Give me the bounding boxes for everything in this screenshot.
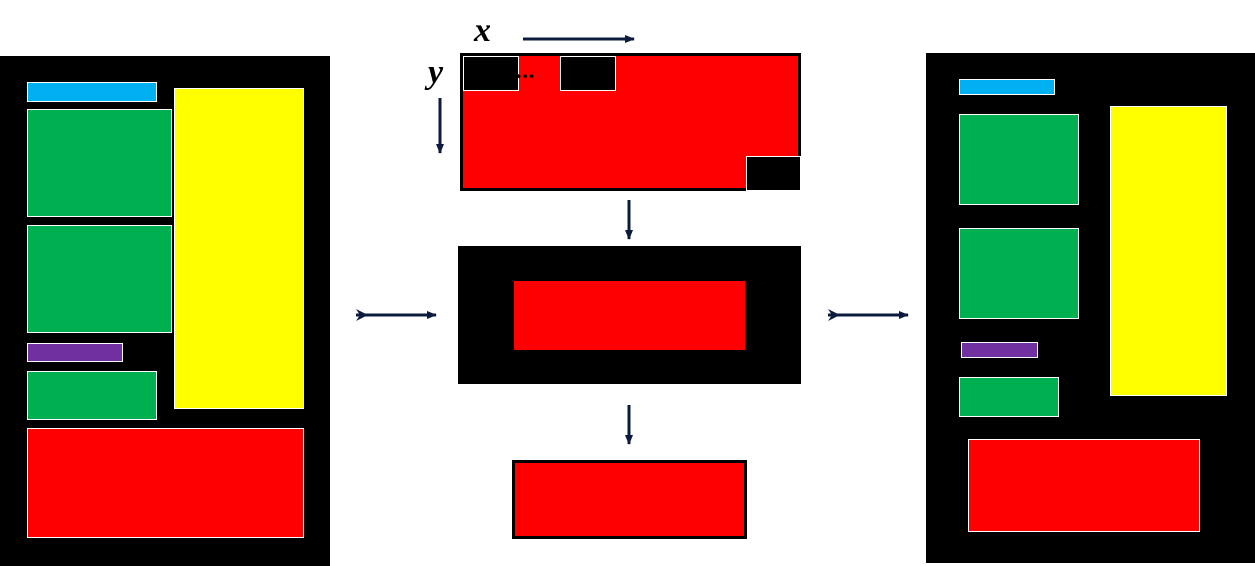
title-block	[27, 82, 157, 102]
text-block-3	[959, 377, 1059, 417]
x-axis-label: x	[474, 12, 491, 49]
caption-block	[27, 343, 123, 362]
table-block	[968, 439, 1200, 532]
text-block-3	[27, 371, 157, 420]
input-page	[0, 56, 330, 566]
text-block-1	[27, 109, 172, 217]
text-block-1	[959, 114, 1079, 205]
detection-map	[458, 246, 801, 384]
figure-block	[174, 88, 304, 409]
sliding-window-end	[746, 156, 801, 191]
scan-region	[460, 53, 801, 191]
text-block-2	[27, 225, 172, 333]
detected-region	[514, 281, 745, 350]
output-page	[926, 53, 1255, 563]
title-block	[959, 79, 1055, 95]
window-ellipsis: ...	[516, 58, 536, 83]
sliding-window-next	[560, 56, 616, 91]
sliding-window-start	[463, 56, 519, 91]
figure-block	[1110, 106, 1227, 396]
arrow-tail-2	[828, 309, 840, 321]
cropped-region	[512, 460, 747, 539]
caption-block	[961, 342, 1038, 358]
arrow-tail-1	[356, 309, 368, 321]
table-block	[27, 428, 304, 538]
y-axis-label: y	[428, 54, 444, 91]
text-block-2	[959, 228, 1079, 319]
